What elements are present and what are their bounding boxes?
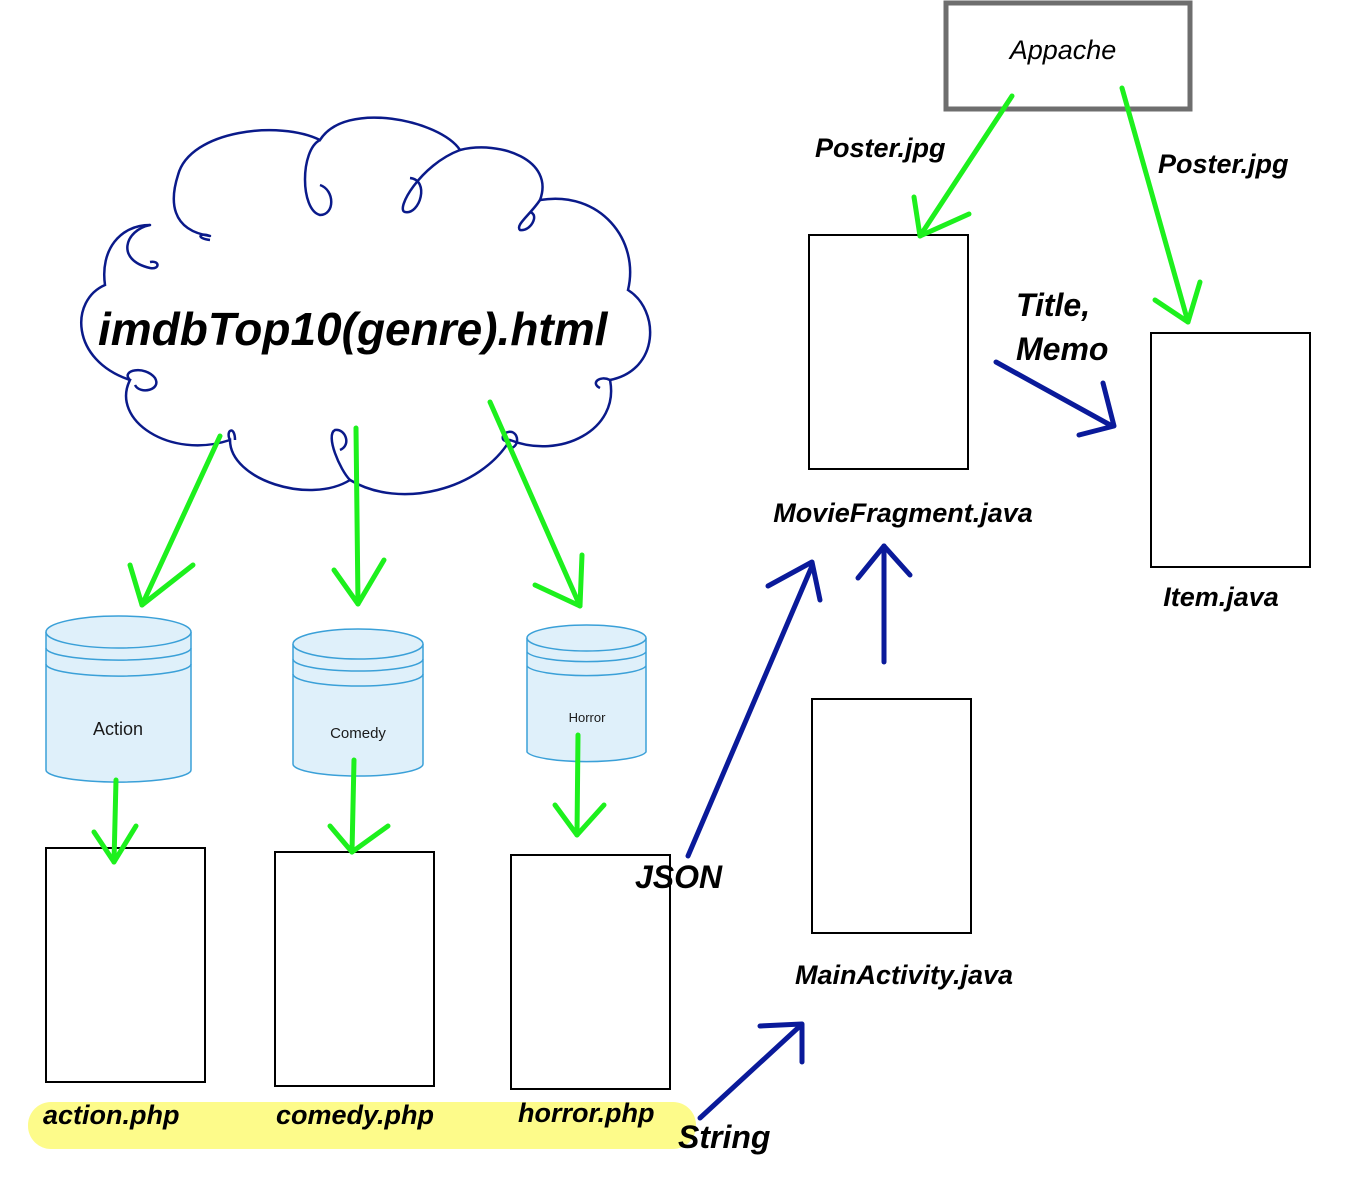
comedy-php-box <box>274 851 435 1087</box>
arrow-action-db-to-php <box>91 777 139 865</box>
arrow-apache-to-movie-fragment <box>911 93 1015 239</box>
arrow-movie-fragment-to-item <box>993 359 1117 438</box>
main-activity-label: MainActivity.java <box>795 960 1013 990</box>
poster-left-label: Poster.jpg <box>815 133 946 163</box>
title-memo-label-line1: Title, <box>1016 287 1090 323</box>
item-label: Item.java <box>1163 582 1279 612</box>
database-horror: Horror <box>526 624 647 763</box>
comedy-php-label: comedy.php <box>276 1100 434 1130</box>
arrow-php-to-movie-fragment-json <box>685 559 823 859</box>
movie-fragment-label: MovieFragment.java <box>773 498 1033 528</box>
arrow-cloud-to-action <box>127 433 223 608</box>
action-php-box <box>45 847 206 1083</box>
action-php-label: action.php <box>43 1100 180 1130</box>
php-labels-highlight <box>28 1102 696 1149</box>
horror-php-box <box>510 854 671 1090</box>
database-comedy: Comedy <box>292 628 424 777</box>
item-box <box>1150 332 1311 568</box>
title-memo-label-line2: Memo <box>1016 331 1108 367</box>
arrow-main-activity-to-movie-fragment <box>855 543 913 665</box>
poster-right-label: Poster.jpg <box>1158 149 1289 179</box>
cloud-shape <box>80 116 652 496</box>
database-label: Comedy <box>330 725 386 742</box>
arrow-cloud-to-horror <box>487 399 585 609</box>
main-activity-box <box>811 698 972 934</box>
database-action: Action <box>45 615 192 783</box>
apache-server-label: Appache <box>1008 35 1117 65</box>
arrow-cloud-to-comedy <box>331 425 387 607</box>
database-label: Horror <box>569 710 607 725</box>
apache-server-box <box>943 0 1193 112</box>
arrow-apache-to-item <box>1119 85 1203 325</box>
movie-fragment-box <box>808 234 969 470</box>
cloud-label: imdbTop10(genre).html <box>98 303 609 355</box>
arrow-comedy-db-to-php <box>327 757 391 855</box>
arrow-php-to-main-activity-string <box>697 1021 805 1121</box>
horror-php-label: horror.php <box>518 1098 655 1128</box>
arrow-horror-db-to-php <box>552 732 607 838</box>
json-label: JSON <box>635 859 723 895</box>
database-label: Action <box>93 719 143 739</box>
string-label: String <box>678 1119 770 1155</box>
